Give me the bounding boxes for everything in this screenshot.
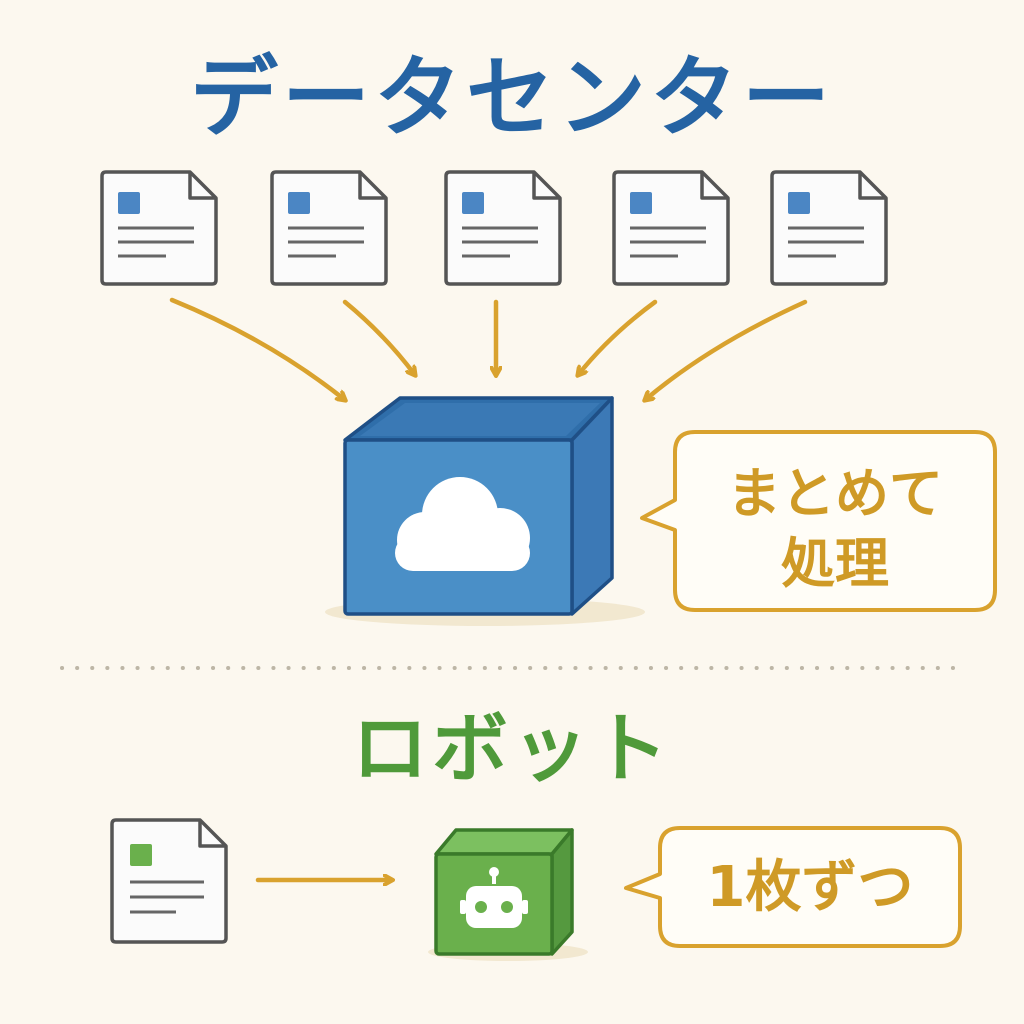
cloud-icon: [395, 477, 530, 571]
document-icon: [110, 818, 228, 944]
datacenter-title: データセンター: [190, 46, 834, 149]
arrow: [578, 299, 658, 375]
bubble-text-line2: 処理: [781, 532, 889, 595]
bubble-text-line1: まとめて: [727, 462, 943, 525]
robot-title: ロボット: [352, 704, 672, 793]
bubble-text: 1枚ずつ: [707, 855, 914, 920]
robot-box: [428, 828, 588, 961]
converging-arrows: [169, 297, 808, 400]
robot-icon: [460, 867, 528, 928]
document-icon: [612, 170, 730, 286]
datacenter-speech-bubble: まとめて 処理: [640, 430, 997, 612]
arrow: [169, 297, 345, 400]
document-icon: [100, 170, 218, 286]
document-icon: [270, 170, 388, 286]
datacenter-documents: [100, 170, 888, 286]
robot-speech-bubble: 1枚ずつ: [624, 826, 962, 948]
arrow: [342, 299, 415, 375]
document-icon: [444, 170, 562, 286]
document-icon: [770, 170, 888, 286]
datacenter-box: [325, 396, 645, 626]
arrow: [645, 299, 808, 400]
